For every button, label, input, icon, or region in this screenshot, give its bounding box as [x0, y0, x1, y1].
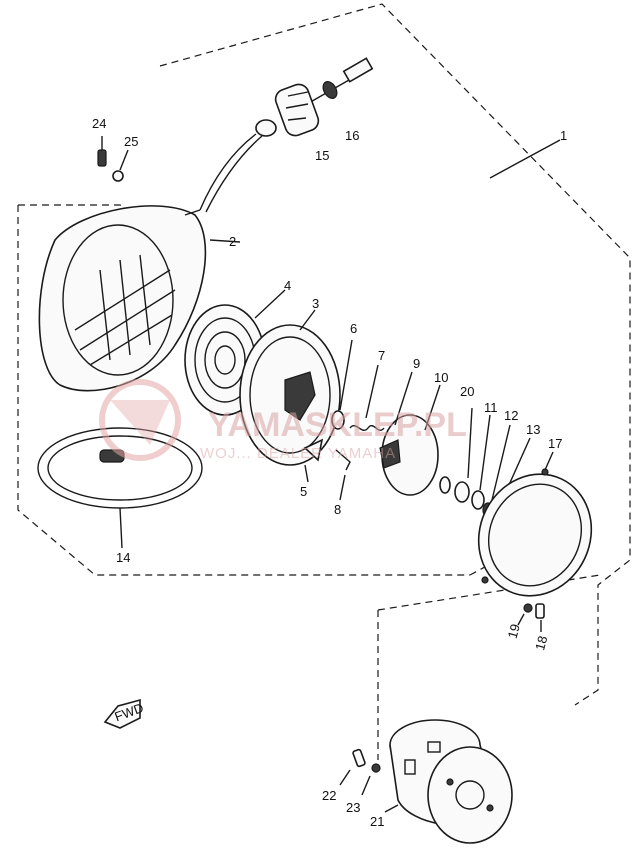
cable-fitting: [199, 57, 374, 213]
cover-ring: [477, 451, 593, 597]
label-11: 11: [484, 400, 498, 415]
starter-housing: [38, 205, 241, 392]
label-10: 10: [434, 370, 448, 385]
label-12: 12: [504, 408, 518, 423]
label-24: 24: [92, 116, 106, 131]
label-25: 25: [124, 134, 138, 149]
label-22: 22: [322, 788, 336, 803]
label-2: 2: [229, 234, 236, 249]
dealer-watermark: YAMASKLEP.PL WOJ... DEALER YAMAHA: [99, 379, 467, 462]
label-20: 20: [460, 384, 474, 399]
label-5: 5: [300, 484, 307, 499]
label-13: 13: [526, 422, 540, 437]
label-14: 14: [116, 550, 130, 565]
watermark-brand: YAMASKLEP.PL: [208, 406, 467, 444]
label-8: 8: [334, 502, 341, 517]
label-1: 1: [560, 128, 567, 143]
leader-line-1: [489, 139, 561, 179]
label-15: 15: [315, 148, 329, 163]
label-4: 4: [284, 278, 291, 293]
watermark-tagline: WOJ... DEALER YAMAHA: [200, 445, 396, 462]
label-17: 17: [548, 436, 562, 451]
label-3: 3: [312, 296, 319, 311]
bolt-18-19: [517, 603, 545, 632]
label-7: 7: [378, 348, 385, 363]
drive-plate: [379, 371, 441, 496]
label-16: 16: [345, 128, 359, 143]
label-21: 21: [370, 814, 384, 829]
label-23: 23: [346, 800, 360, 815]
label-6: 6: [350, 321, 357, 336]
label-18: 18: [532, 634, 550, 652]
screw-24-25: [97, 136, 129, 182]
starter-pulley: [239, 309, 341, 466]
fwd-arrow-marker: FWD: [103, 698, 146, 729]
starter-rope: [37, 427, 203, 549]
label-9: 9: [413, 356, 420, 371]
pawl-and-spring: [303, 339, 385, 501]
part-labels: 1 2 3 4 5 6 7 8 9 10 11 12 13 14 15 16 1…: [92, 116, 567, 829]
starter-cup: [384, 719, 513, 844]
bolt-22-23: [339, 748, 381, 796]
label-19: 19: [505, 622, 523, 640]
